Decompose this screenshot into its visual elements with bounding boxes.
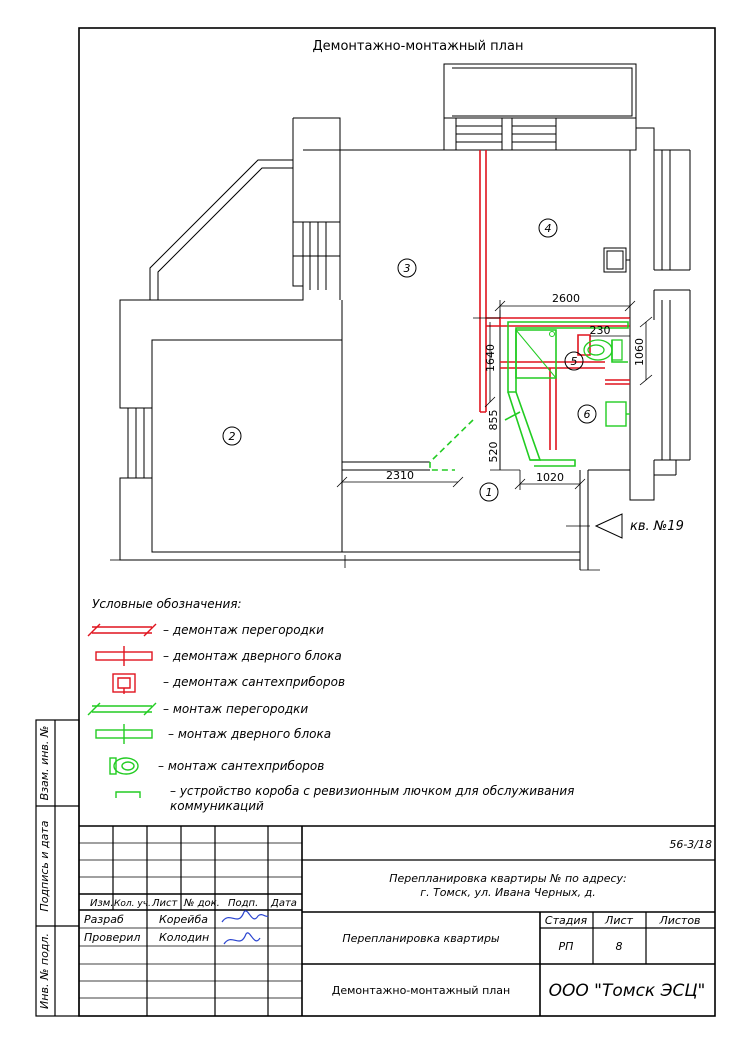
demolition-partition-top xyxy=(500,317,630,327)
col-kol: Кол. уч. xyxy=(114,899,151,909)
sheet-frame xyxy=(78,27,716,1017)
legend-item-1: – демонтаж перегородки xyxy=(163,623,324,637)
legend-box-hatch-symbol xyxy=(115,791,141,798)
floor-plan: 2600 230 1060 1640 855 520 2310 1020 1 2… xyxy=(110,63,691,571)
company-name: ООО "Томск ЭСЦ" xyxy=(549,981,706,1001)
side-strip: Взам. инв. № Подпись и дата Инв. № подл. xyxy=(35,719,80,1017)
room-5-number: 5 xyxy=(571,355,578,368)
sheet-title: Демонтажно-монтажный план xyxy=(332,984,511,997)
entrance-arrow-icon xyxy=(594,513,623,539)
side-label-podpis: Подпись и дата xyxy=(38,820,51,911)
sheet-number: 8 xyxy=(616,940,623,953)
room-3-number: 3 xyxy=(404,262,411,275)
side-label-inv-vzam: Взам. инв. № xyxy=(38,726,51,801)
col-data: Дата xyxy=(270,898,297,909)
project-line-2: г. Томск, ул. Ивана Черных, д. xyxy=(420,886,595,899)
side-label-inv-podl: Инв. № подл. xyxy=(38,933,51,1009)
name-checker: Колодин xyxy=(159,931,209,944)
window-top-left xyxy=(455,118,503,150)
col-izm: Изм. xyxy=(90,898,114,909)
plan-title: Демонтажно-монтажный план xyxy=(313,39,524,54)
project-line-1: Перепланировка квартиры № по адресу: xyxy=(389,872,626,885)
entrance-label: кв. №19 xyxy=(630,519,684,534)
room-2-outline xyxy=(151,339,343,553)
installation-lines xyxy=(429,321,629,471)
legend-item-3: – демонтаж сантехприборов xyxy=(163,675,345,689)
legend-heading: Условные обозначения: xyxy=(92,597,242,611)
dim-855: 855 xyxy=(487,410,500,431)
legend-demolition-fixture-icon xyxy=(112,673,136,694)
stadia-label: Стадия xyxy=(545,914,588,927)
dim-1020: 1020 xyxy=(536,471,564,484)
doc-code: 56-3/18 xyxy=(669,838,712,851)
legend-demolition-door-symbol xyxy=(95,646,153,666)
outer-wall-left xyxy=(119,118,581,570)
balcony-inner xyxy=(452,67,633,117)
right-window-upper xyxy=(654,149,691,271)
outer-wall-top xyxy=(293,117,655,270)
dimension-lines xyxy=(110,300,653,571)
signature-checker xyxy=(223,932,261,945)
demolition-partition-middle xyxy=(549,368,557,450)
room-1-number: 1 xyxy=(486,486,493,499)
legend-item-4: – монтаж перегородки xyxy=(163,702,308,716)
bath-sink-new xyxy=(605,401,627,427)
col-podp: Подп. xyxy=(228,898,258,909)
signature-developer xyxy=(221,910,269,923)
new-partition-diagonal xyxy=(507,391,542,461)
room-2-number: 2 xyxy=(229,430,236,443)
demolition-partition-vertical xyxy=(479,150,487,413)
stadia-value: РП xyxy=(559,940,574,953)
dim-1060: 1060 xyxy=(633,338,646,366)
col-ndok: № док. xyxy=(183,898,220,909)
role-developer: Разраб xyxy=(84,913,124,926)
legend-item-2: – демонтаж дверного блока xyxy=(163,649,342,663)
dim-1640: 1640 xyxy=(484,344,497,372)
legend-install-partition-symbol xyxy=(87,702,157,716)
room-6-number: 6 xyxy=(584,408,591,421)
legend-item-7-cont: коммуникаций xyxy=(170,799,264,813)
diagonal-balcony xyxy=(149,159,293,300)
room-4-number: 4 xyxy=(545,222,552,235)
title-block: Изм. Кол. уч. Лист № док. Подп. Дата Раз… xyxy=(79,825,715,1016)
name-developer: Корейба xyxy=(159,913,208,926)
legend-item-6: – монтаж сантехприборов xyxy=(158,759,324,773)
dim-2600: 2600 xyxy=(552,292,580,305)
legend-install-door-symbol xyxy=(95,724,153,744)
room-markers: 1 2 3 4 5 6 xyxy=(222,218,597,502)
legend-item-5: – монтаж дверного блока xyxy=(168,727,331,741)
legend: Условные обозначения: – демонтаж перегор… xyxy=(87,597,574,813)
legend-item-7: – устройство короба с ревизионным лючком… xyxy=(170,784,574,798)
demolition-lines xyxy=(479,150,630,450)
list-label: Лист xyxy=(604,914,633,927)
legend-demolition-partition-symbol xyxy=(87,623,157,637)
legend-install-fixture-icon xyxy=(109,757,139,775)
object-name: Перепланировка квартиры xyxy=(342,932,500,945)
dim-2310: 2310 xyxy=(386,469,414,482)
dim-230: 230 xyxy=(590,324,611,337)
col-list: Лист xyxy=(151,898,179,909)
new-door-opening xyxy=(429,419,474,471)
window-top-right xyxy=(511,118,557,150)
balcony-outline xyxy=(443,63,637,119)
role-checker: Проверил xyxy=(84,931,140,944)
dim-520: 520 xyxy=(487,442,500,463)
listov-label: Листов xyxy=(658,914,700,927)
right-window-lower xyxy=(653,289,691,476)
